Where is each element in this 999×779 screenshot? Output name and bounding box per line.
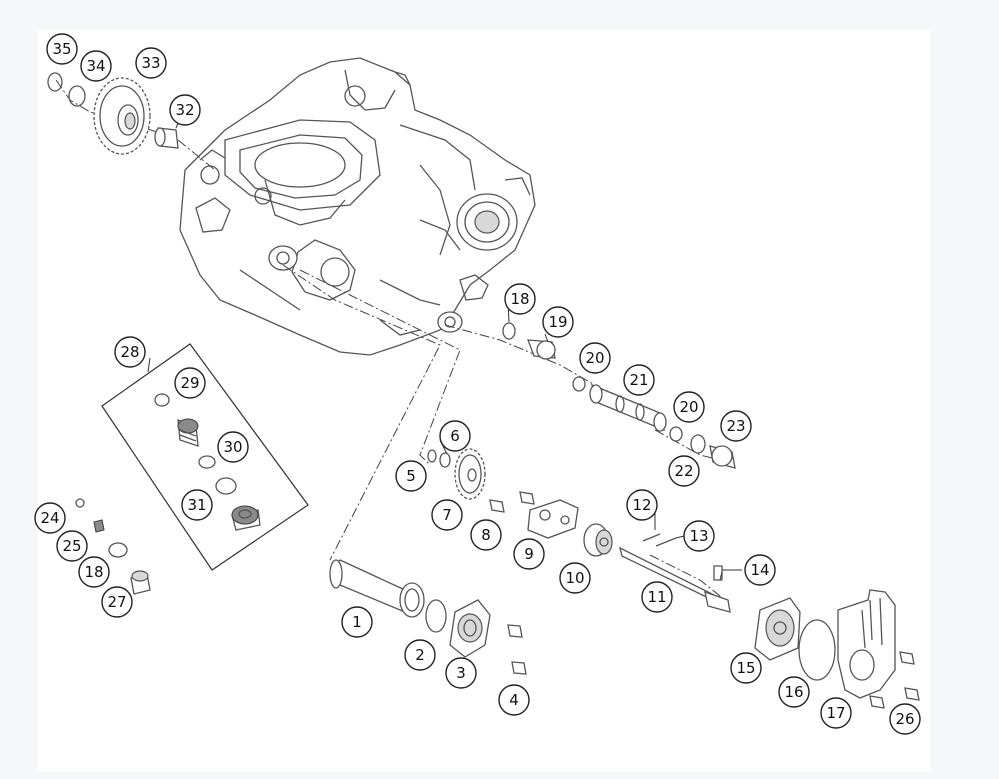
callout-25: 25 [56,530,88,562]
callout-26: 26 [889,703,921,735]
bypass-valve-kit [101,343,309,571]
drain-plug-group [75,498,151,595]
callout-1: 1 [341,606,373,638]
shaft-group [502,322,736,469]
callout-17: 17 [820,697,852,729]
callout-19: 19 [542,306,574,338]
callout-11: 11 [641,581,673,613]
callout-33: 33 [135,47,167,79]
svg-text:13: 13 [689,527,708,545]
pump-drive-group [427,448,579,539]
svg-text:35: 35 [52,40,71,58]
callout-29: 29 [174,367,206,399]
svg-text:18: 18 [84,563,103,581]
callout-28: 28 [114,336,146,368]
idler-gear-group [47,72,179,155]
callout-12: 12 [626,489,658,521]
callout-7: 7 [431,499,463,531]
callout-3: 3 [445,657,477,689]
svg-text:12: 12 [632,496,651,514]
callout-20b: 20 [673,391,705,423]
svg-text:21: 21 [629,371,648,389]
callout-22: 22 [668,455,700,487]
svg-text:16: 16 [784,683,803,701]
callout-15: 15 [730,652,762,684]
callout-24: 24 [34,502,66,534]
oil-pump-group [583,523,731,613]
svg-text:20: 20 [585,349,604,367]
svg-text:18: 18 [510,290,529,308]
callout-23: 23 [720,410,752,442]
svg-text:31: 31 [187,496,206,514]
svg-text:32: 32 [175,101,194,119]
callout-badges: 1 2 3 4 5 6 7 8 9 10 11 12 13 14 15 16 1… [34,33,921,735]
pump-drive-gear [454,448,486,500]
svg-text:34: 34 [86,57,105,75]
svg-text:24: 24 [40,509,59,527]
svg-text:6: 6 [450,427,460,445]
valve-plug [177,418,199,447]
callout-8: 8 [470,519,502,551]
callout-27: 27 [101,586,133,618]
svg-text:22: 22 [674,462,693,480]
svg-text:2: 2 [415,646,425,664]
svg-text:15: 15 [736,659,755,677]
svg-text:14: 14 [750,561,769,579]
svg-text:1: 1 [352,613,362,631]
svg-text:17: 17 [826,704,845,722]
idler-gear [93,77,151,155]
svg-text:19: 19 [548,313,567,331]
svg-text:9: 9 [524,545,534,563]
oil-filter-group [329,559,527,675]
svg-text:4: 4 [509,691,519,709]
callout-9: 9 [513,538,545,570]
callout-14: 14 [744,554,776,586]
svg-text:10: 10 [565,569,584,587]
callout-4: 4 [498,684,530,716]
svg-text:25: 25 [62,537,81,555]
callout-20a: 20 [579,342,611,374]
svg-text:5: 5 [406,467,416,485]
callout-2: 2 [404,639,436,671]
svg-text:29: 29 [180,374,199,392]
callout-21: 21 [623,364,655,396]
svg-text:30: 30 [223,438,242,456]
callout-16: 16 [778,676,810,708]
callout-10: 10 [559,562,591,594]
callout-30: 30 [217,431,249,463]
svg-text:11: 11 [647,588,666,606]
callout-32: 32 [169,94,201,126]
callout-5: 5 [395,460,427,492]
callout-34: 34 [80,50,112,82]
engine-crankcase [179,57,536,356]
callout-18b: 18 [78,556,110,588]
callout-18a: 18 [504,283,536,315]
svg-text:23: 23 [726,417,745,435]
callout-31: 31 [181,489,213,521]
svg-text:20: 20 [679,398,698,416]
svg-text:26: 26 [895,710,914,728]
callout-6: 6 [439,420,471,452]
svg-text:28: 28 [120,343,139,361]
svg-text:33: 33 [141,54,160,72]
svg-text:27: 27 [107,593,126,611]
svg-text:8: 8 [481,526,491,544]
cover-group [754,589,920,709]
callout-13: 13 [683,520,715,552]
svg-text:3: 3 [456,664,466,682]
callout-35: 35 [46,33,78,65]
svg-text:7: 7 [442,506,452,524]
